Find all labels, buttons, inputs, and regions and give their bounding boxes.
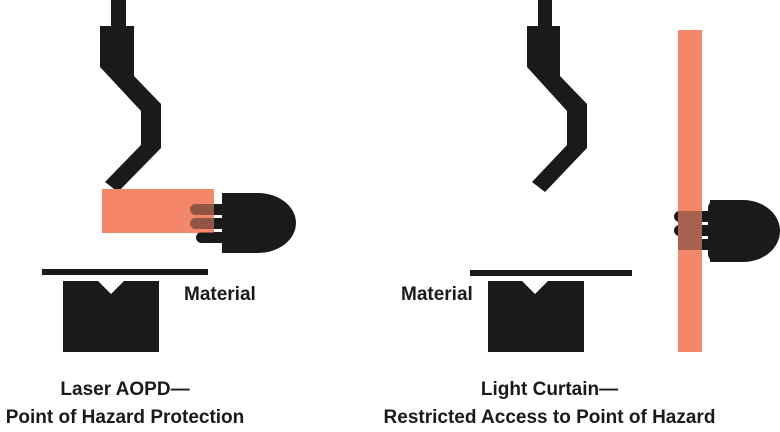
beam-overlay: [188, 202, 214, 233]
material-label-left: Material: [184, 284, 256, 305]
caption-right: Light Curtain— Restricted Access to Poin…: [372, 376, 727, 432]
caption-left-line1: Laser AOPD—: [60, 379, 190, 400]
caption-left-line2: Point of Hazard Protection: [5, 407, 245, 428]
left-panel: [42, 0, 296, 352]
caption-left: Laser AOPD— Point of Hazard Protection: [0, 376, 250, 432]
right-panel: [470, 0, 780, 352]
v-die-right: [488, 281, 584, 352]
press-punch-left: [100, 0, 161, 192]
material-sheet-right: [470, 270, 632, 276]
light-curtain: [678, 30, 702, 352]
caption-right-line2: Restricted Access to Point of Hazard: [383, 407, 716, 428]
finger-shadow: [678, 211, 702, 250]
material-label-right: Material: [401, 284, 473, 305]
press-punch-right: [527, 0, 587, 192]
caption-right-line1: Light Curtain—: [480, 379, 619, 400]
material-sheet-left: [42, 269, 208, 275]
v-die-left: [63, 281, 159, 352]
